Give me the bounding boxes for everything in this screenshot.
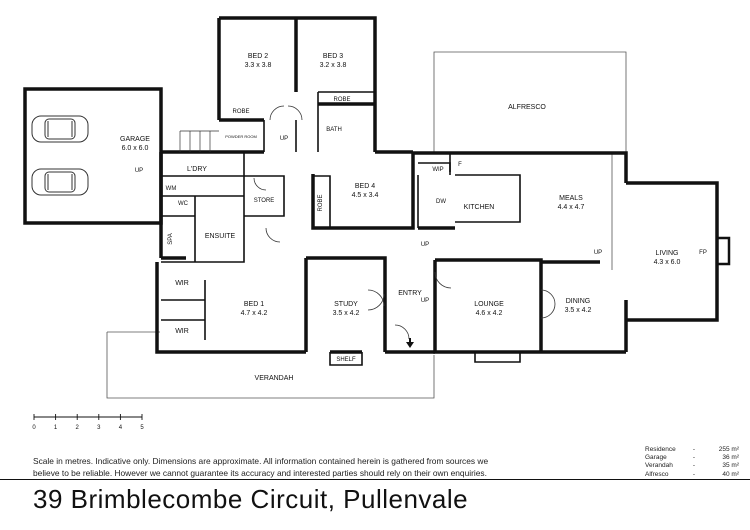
kitchen-up-label: UP [421, 242, 429, 248]
disclaimer: Scale in metres. Indicative only. Dimens… [33, 455, 593, 479]
walls [155, 16, 719, 354]
spa-label: SPA [168, 233, 174, 245]
bed1-label: BED 1 [244, 301, 264, 308]
bath-label: BATH [326, 127, 342, 133]
robe-bed2-label: ROBE [232, 109, 249, 115]
door-arcs [253, 105, 556, 340]
area-label: Garage [645, 454, 667, 462]
area-value: 36 m² [722, 454, 739, 462]
dw-label: DW [436, 199, 446, 205]
robe-bed4-label: ROBE [318, 194, 324, 211]
verandah-outline [106, 332, 435, 399]
property-address: 39 Brimblecombe Circuit, Pullenvale [33, 484, 469, 514]
dining-dims: 3.5 x 4.2 [565, 307, 592, 314]
scale-tick-label: 2 [76, 425, 80, 431]
bed3-label: BED 3 [323, 53, 343, 60]
disclaimer-line: Scale in metres. Indicative only. Dimens… [33, 456, 489, 466]
area-row: Residence-255 m² [645, 446, 739, 453]
disclaimer-line: believe to be reliable. However we canno… [33, 468, 487, 478]
garage-dims: 6.0 x 6.0 [122, 145, 149, 152]
area-value: 255 m² [718, 446, 739, 453]
scale-tick-label: 4 [119, 425, 123, 431]
living-label: LIVING [656, 250, 679, 257]
entry-up-label: UP [421, 298, 429, 304]
store-label: STORE [254, 198, 275, 204]
verandah-label: VERANDAH [255, 375, 294, 382]
wm-label: WM [166, 186, 177, 192]
car-icon [31, 115, 89, 196]
area-label: Alfresco [645, 470, 669, 478]
hall-up-label: UP [280, 136, 288, 142]
garage-up-label: UP [135, 168, 143, 174]
scale-tick-label: 0 [32, 425, 36, 431]
powder-room-label: POWDER ROOM [225, 134, 257, 139]
area-row: Garage-36 m² [645, 454, 739, 462]
study-label: STUDY [334, 301, 358, 308]
study-dims: 3.5 x 4.2 [333, 310, 360, 317]
garage-label: GARAGE [120, 136, 150, 143]
wc-label: WC [178, 201, 189, 207]
stairs [179, 130, 219, 152]
shelf-label: SHELF [336, 357, 356, 363]
area-row: Verandah-35 m² [645, 462, 739, 470]
fp-label: FP [699, 250, 707, 256]
bed2-dims: 3.3 x 3.8 [245, 62, 272, 69]
scale-bar: 0 1 2 3 4 5 [32, 414, 144, 431]
bed3-dims: 3.2 x 3.8 [320, 62, 347, 69]
meals-label: MEALS [559, 195, 583, 202]
scale-tick-label: 1 [54, 425, 58, 431]
area-row: Alfresco-40 m² [645, 470, 739, 478]
garage [23, 87, 163, 225]
fridge-label: F [458, 162, 462, 168]
robe-bed3-label: ROBE [333, 97, 350, 103]
entry-arrow-icon [406, 338, 414, 348]
meals-dims: 4.4 x 4.7 [558, 204, 585, 211]
kitchen-label: KITCHEN [464, 204, 495, 211]
bed4-dims: 4.5 x 3.4 [352, 192, 379, 199]
bed4-label: BED 4 [355, 183, 375, 190]
wir2-label: WIR [175, 328, 189, 335]
lounge-dims: 4.6 x 4.2 [476, 310, 503, 317]
living-up-label: UP [594, 250, 602, 256]
area-label: Residence [645, 446, 676, 453]
step-labels: UP UP UP UP UP [135, 136, 602, 304]
scale-tick-label: 5 [140, 425, 144, 431]
alfresco-label: ALFRESCO [508, 104, 546, 111]
wip-label: WIP [432, 167, 443, 173]
bed2-label: BED 2 [248, 53, 268, 60]
floor-plan: GARAGE 6.0 x 6.0 BED 2 3.3 x 3.8 BED 3 3… [23, 16, 731, 431]
bed1-dims: 4.7 x 4.2 [241, 310, 268, 317]
area-value: 35 m² [722, 462, 739, 470]
fireplace [715, 236, 731, 266]
area-label: Verandah [645, 462, 673, 470]
wir1-label: WIR [175, 280, 189, 287]
ensuite-label: ENSUITE [205, 233, 236, 240]
area-value: 40 m² [722, 470, 739, 478]
alfresco-outline [433, 51, 627, 153]
scale-tick-label: 3 [97, 425, 101, 431]
room-labels: GARAGE 6.0 x 6.0 BED 2 3.3 x 3.8 BED 3 3… [120, 53, 707, 382]
laundry-label: L'DRY [187, 166, 207, 173]
area-summary: Residence-255 m² Garage-36 m² Verandah-3… [645, 446, 745, 479]
divider [0, 479, 750, 481]
living-dims: 4.3 x 6.0 [654, 259, 681, 266]
lounge-label: LOUNGE [474, 301, 504, 308]
dining-label: DINING [566, 298, 591, 305]
entry-label: ENTRY [398, 290, 422, 297]
